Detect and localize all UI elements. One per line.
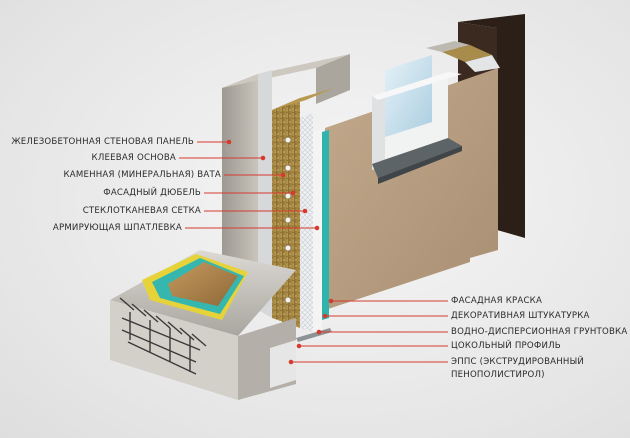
- upper-wall-concrete: [426, 41, 470, 52]
- dark-corner-post: [458, 14, 525, 238]
- floor-slab-front: [110, 300, 238, 400]
- fiberglass-mesh-layer: [300, 113, 313, 332]
- label-primer: ВОДНО-ДИСПЕРСИОННАЯ ГРУНТОВКА: [451, 327, 628, 337]
- label-mineral-wool: КАМЕННАЯ (МИНЕРАЛЬНАЯ) ВАТА: [63, 170, 221, 180]
- label-facade-dowel: ФАСАДНЫЙ ДЮБЕЛЬ: [103, 188, 201, 198]
- window-sill-edge: [378, 146, 462, 184]
- label-plinth-profile: ЦОКОЛЬНЫЙ ПРОФИЛЬ: [451, 341, 561, 351]
- upper-wall-wool: [442, 45, 492, 62]
- mineral-wool-layer: [272, 98, 300, 328]
- window-glass: [385, 55, 432, 137]
- label-xps-line1: ЭППС (ЭКСТРУДИРОВАННЫЙ: [451, 357, 584, 367]
- mineral-wool-top: [272, 88, 334, 110]
- concrete-wall-top: [222, 54, 350, 88]
- facade-surface: [325, 68, 498, 310]
- label-reinforcing-putty: АРМИРУЮЩАЯ ШПАТЛЕВКА: [52, 223, 182, 233]
- label-concrete-wall-panel: ЖЕЛЕЗОБЕТОННАЯ СТЕНОВАЯ ПАНЕЛЬ: [11, 137, 194, 147]
- window-sill: [372, 138, 462, 178]
- label-adhesive-base: КЛЕЕВАЯ ОСНОВА: [91, 153, 176, 163]
- label-xps-line2: ПЕНОПОЛИСТИРОЛ): [451, 370, 545, 380]
- label-facade-paint: ФАСАДНАЯ КРАСКА: [451, 296, 543, 306]
- rebar: [119, 297, 207, 375]
- xps-layer: [322, 130, 329, 320]
- left-leader-lines: [179, 139, 320, 231]
- reinforcing-putty-layer: [313, 129, 322, 334]
- floor-xps-edge: [270, 340, 296, 388]
- adhesive-layer: [258, 70, 272, 318]
- label-fiberglass-mesh: СТЕКЛОТКАНЕВАЯ СЕТКА: [82, 206, 201, 216]
- window-frame-top: [372, 72, 462, 100]
- label-decorative-plaster: ДЕКОРАТИВНАЯ ШТУКАТУРКА: [451, 311, 590, 321]
- upper-wall-edge: [465, 55, 500, 72]
- floor-wood: [168, 262, 238, 306]
- right-leader-lines: [288, 298, 448, 365]
- window-frame-left: [372, 92, 385, 170]
